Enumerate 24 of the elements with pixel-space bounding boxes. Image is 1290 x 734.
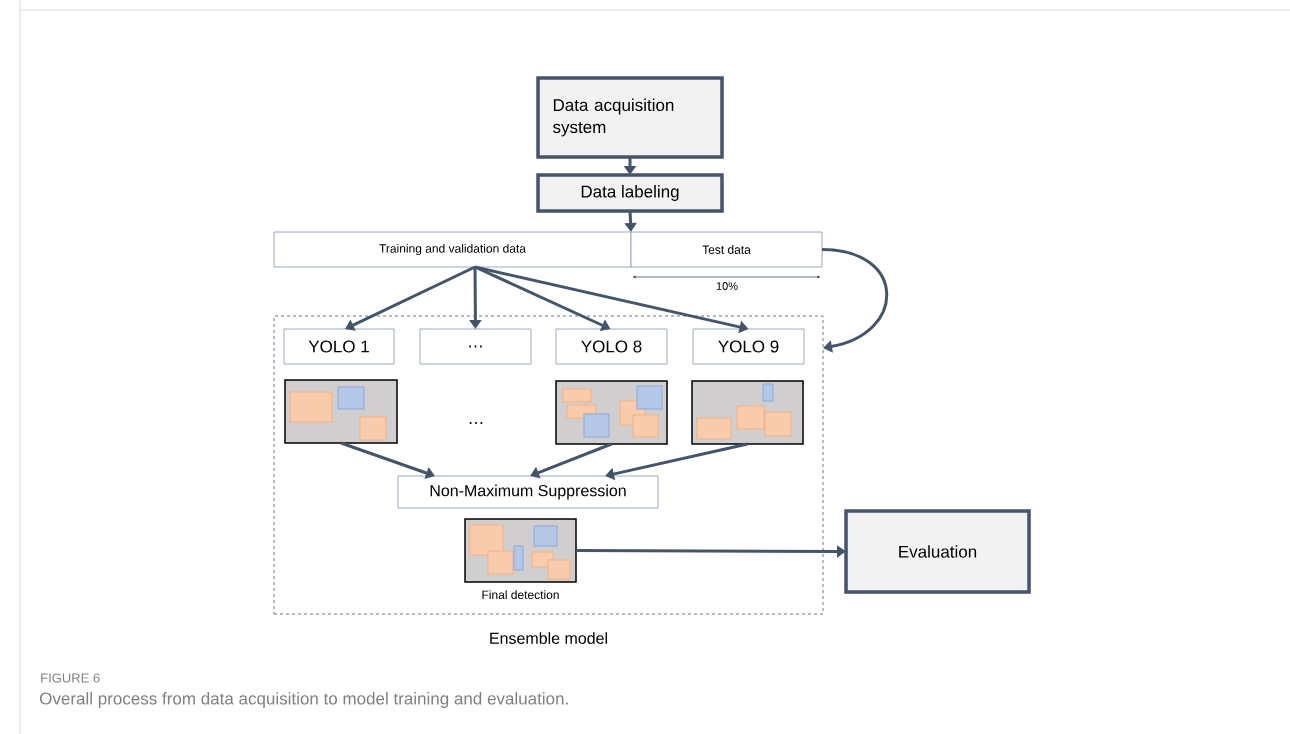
group-label: Ensemble model — [490, 632, 607, 644]
figure-number: FIGURE 6 — [41, 673, 100, 683]
model-box: YOLO 8 — [555, 328, 668, 365]
process-box: Data labeling — [536, 173, 724, 213]
arrow — [821, 248, 889, 353]
arrow — [605, 442, 748, 481]
arrow — [345, 265, 476, 331]
data-split-box: Training and validation data — [273, 231, 632, 268]
model-box: YOLO 1 — [283, 328, 395, 365]
ellipsis: … — [469, 422, 483, 424]
model-box: … — [419, 328, 532, 365]
process-box: Data acquisition system — [536, 76, 724, 159]
detection-image-drawing — [284, 379, 398, 444]
caption: Overall process from data acquisition to model training and evaluation. — [40, 692, 568, 708]
model-box: YOLO 9 — [692, 328, 805, 365]
arrow — [340, 441, 435, 479]
detection-image-drawing — [555, 380, 668, 445]
arrow — [530, 442, 613, 479]
detection-image-drawing — [691, 380, 804, 445]
process-box: Non-Maximum Suppression — [397, 475, 659, 509]
data-split-box: Test data — [630, 231, 823, 268]
image-caption: Final detection — [482, 590, 559, 599]
process-box: Evaluation — [844, 509, 1031, 594]
dimension-label: 10% — [716, 282, 738, 290]
